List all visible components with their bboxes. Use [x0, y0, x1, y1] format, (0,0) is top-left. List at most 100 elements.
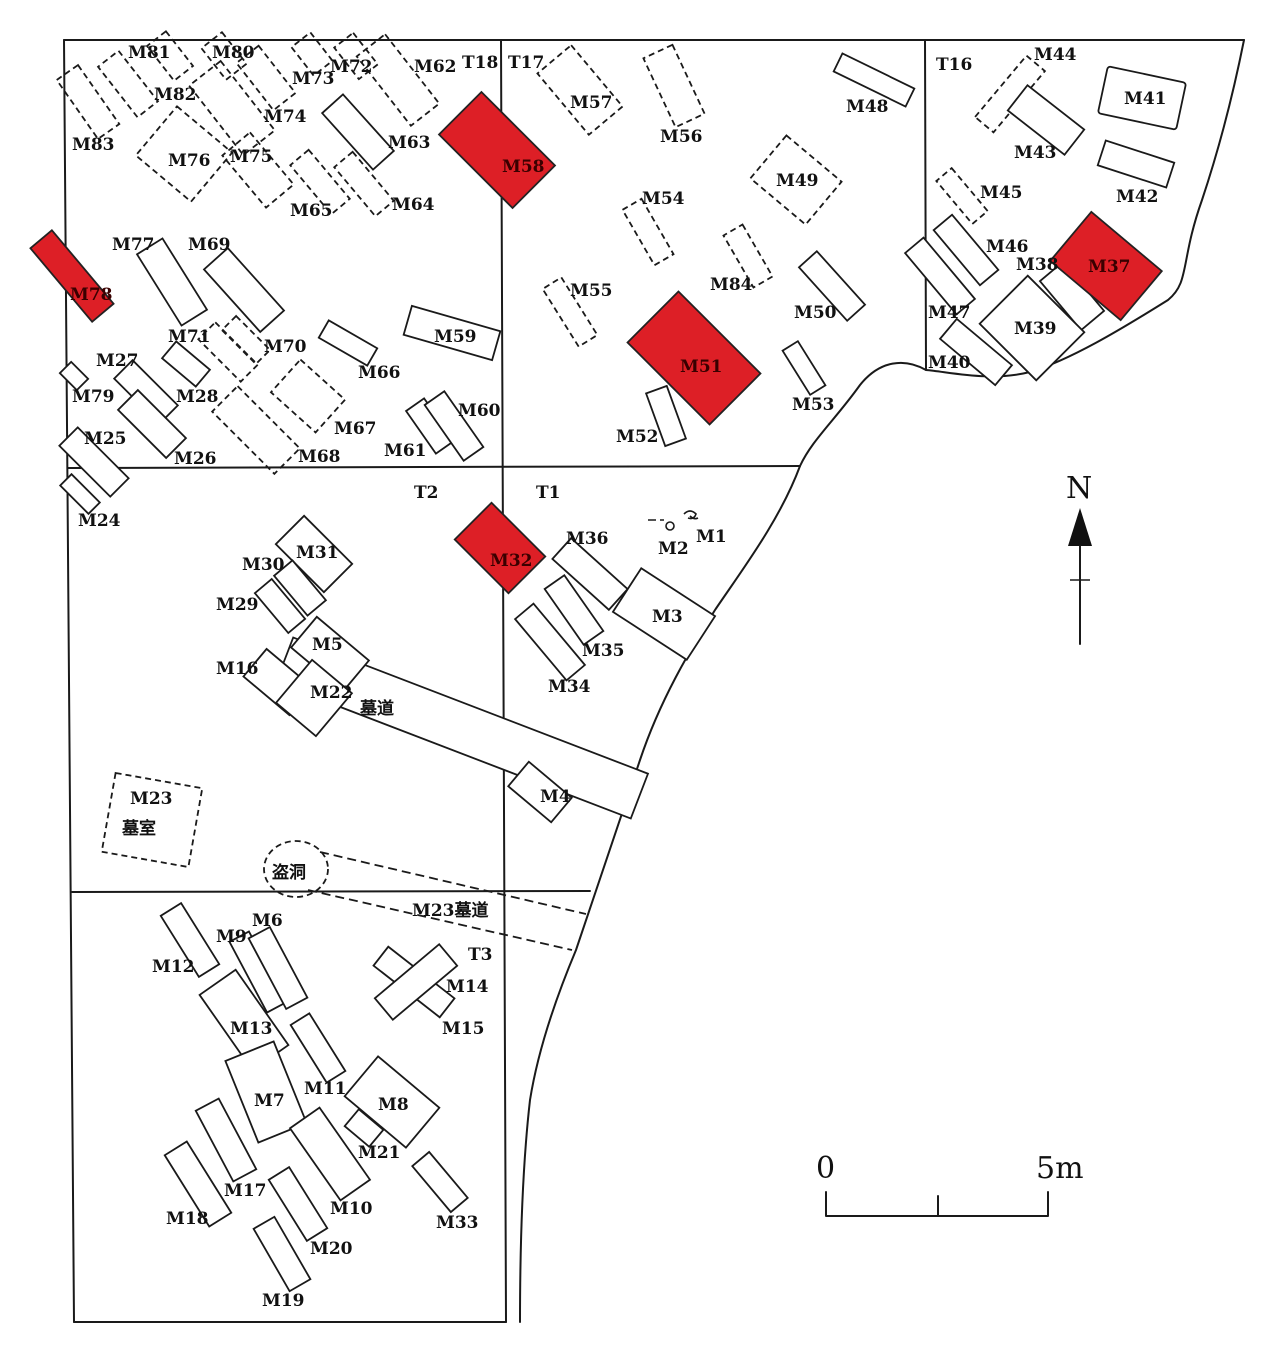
tomb-label: M5 [312, 635, 343, 655]
tomb-labels: M81 M80 M72 M73 M62 M82 M74 M83 M63 M75 … [70, 43, 1166, 1311]
tomb-label: M17 [224, 1181, 266, 1201]
tomb-M14 [373, 943, 459, 1021]
feature-labels: 墓道 墓室 盗洞 M23墓道 [121, 698, 488, 921]
tomb-label: M47 [928, 303, 970, 323]
tomb-label: M52 [616, 427, 658, 447]
tomb-M40 [938, 317, 1014, 387]
tomb-M47 [903, 236, 977, 316]
tomb-label: M69 [188, 235, 230, 255]
tomb-label: M58 [502, 157, 544, 177]
tomb-label: M54 [642, 189, 685, 209]
tomb-M81 [96, 49, 160, 119]
tomb-label: M16 [216, 659, 258, 679]
tomb-label: M31 [296, 543, 338, 563]
tomb-M25 [58, 426, 130, 498]
tomb-M4 [506, 760, 574, 824]
tomb-label: M45 [980, 183, 1022, 203]
tomb-M3 [611, 566, 717, 662]
tomb-label: M70 [264, 337, 307, 357]
tomb-label: M40 [928, 353, 971, 373]
tomb-label: M37 [1088, 257, 1130, 277]
tomb-M75 [221, 131, 295, 209]
tomb-M30 [272, 559, 328, 617]
tomb-label: M38 [1016, 255, 1058, 275]
label-robbers-hole: 盗洞 [272, 862, 306, 883]
tomb-label: M57 [570, 93, 612, 113]
label-m23-passage: M23墓道 [412, 900, 488, 921]
tomb-M24 [58, 472, 102, 516]
tomb-label: M36 [566, 529, 608, 549]
tomb-M60 [423, 390, 485, 462]
tomb-label: M44 [1034, 45, 1077, 65]
tomb-M11 [289, 1012, 347, 1084]
tomb-label: M60 [458, 401, 501, 421]
tomb-label: M26 [174, 449, 216, 469]
tomb-label: M24 [78, 511, 121, 531]
tomb-M23 [100, 771, 204, 869]
tomb-label: M34 [548, 677, 591, 697]
tomb-label: M79 [72, 387, 114, 407]
tomb-M33 [411, 1150, 469, 1214]
tomb-label: M66 [358, 363, 400, 383]
tomb-M71 [160, 340, 212, 388]
tomb-M83 [55, 63, 121, 141]
tomb-label: M49 [776, 171, 818, 191]
tomb-M59 [402, 304, 502, 362]
tomb-M74 [187, 59, 277, 157]
tomb-M29 [253, 577, 307, 635]
tomb-label: M59 [434, 327, 476, 347]
tomb-M50 [797, 249, 867, 323]
north-arrow-icon [1068, 508, 1092, 546]
tomb-label: M74 [264, 107, 307, 127]
tomb-label: M50 [794, 303, 837, 323]
tomb-label: M64 [392, 195, 435, 215]
label-T2: T2 [414, 483, 438, 503]
tomb-label: M23 [130, 789, 172, 809]
tomb-M10 [288, 1106, 372, 1202]
north-arrow: N [1066, 471, 1092, 645]
tomb-label: M35 [582, 641, 624, 661]
tomb-label: M8 [378, 1095, 409, 1115]
trench-grid [63, 39, 1245, 1323]
tomb-M54 [621, 197, 675, 267]
tomb-M73 [235, 44, 297, 112]
tomb-M34 [513, 602, 587, 682]
tomb-M46 [932, 213, 1000, 287]
tomb-label: M78 [70, 285, 112, 305]
tomb-label: M19 [262, 1291, 304, 1311]
tomb-M41 [1097, 65, 1187, 131]
tomb-label: M67 [334, 419, 376, 439]
tomb-M62 [355, 32, 441, 128]
tomb-label: M9 [216, 927, 247, 947]
tomb-M79 [58, 360, 90, 392]
label-T17: T17 [508, 53, 544, 73]
tomb-M39 [978, 274, 1086, 382]
tomb-label: M68 [298, 447, 340, 467]
tomb-label: M80 [212, 43, 255, 63]
tomb-label: M56 [660, 127, 702, 147]
tomb-M22 [274, 658, 354, 738]
tomb-label: M82 [154, 85, 196, 105]
tomb-M26 [116, 388, 188, 460]
tomb-M70 [220, 314, 272, 366]
tomb-M2 [648, 519, 675, 531]
tomb-label: M51 [680, 357, 722, 377]
tomb-label: M27 [96, 351, 138, 371]
tomb-label: M32 [490, 551, 532, 571]
tomb-label: M21 [358, 1143, 400, 1163]
tomb-label: M29 [216, 595, 258, 615]
tomb-label: M12 [152, 957, 194, 977]
tomb-label: M15 [442, 1019, 484, 1039]
tomb-label: M53 [792, 395, 834, 415]
tomb-label: M76 [168, 151, 210, 171]
tomb-M36 [551, 536, 629, 612]
tomb-label: M3 [652, 607, 683, 627]
tomb-label: M46 [986, 237, 1028, 257]
tomb-label: M30 [242, 555, 285, 575]
tomb-M68 [210, 384, 302, 476]
tomb-label: M73 [292, 69, 334, 89]
tomb-label: M61 [384, 441, 426, 461]
tomb-M37 [1048, 210, 1164, 322]
label-T3: T3 [468, 945, 492, 965]
